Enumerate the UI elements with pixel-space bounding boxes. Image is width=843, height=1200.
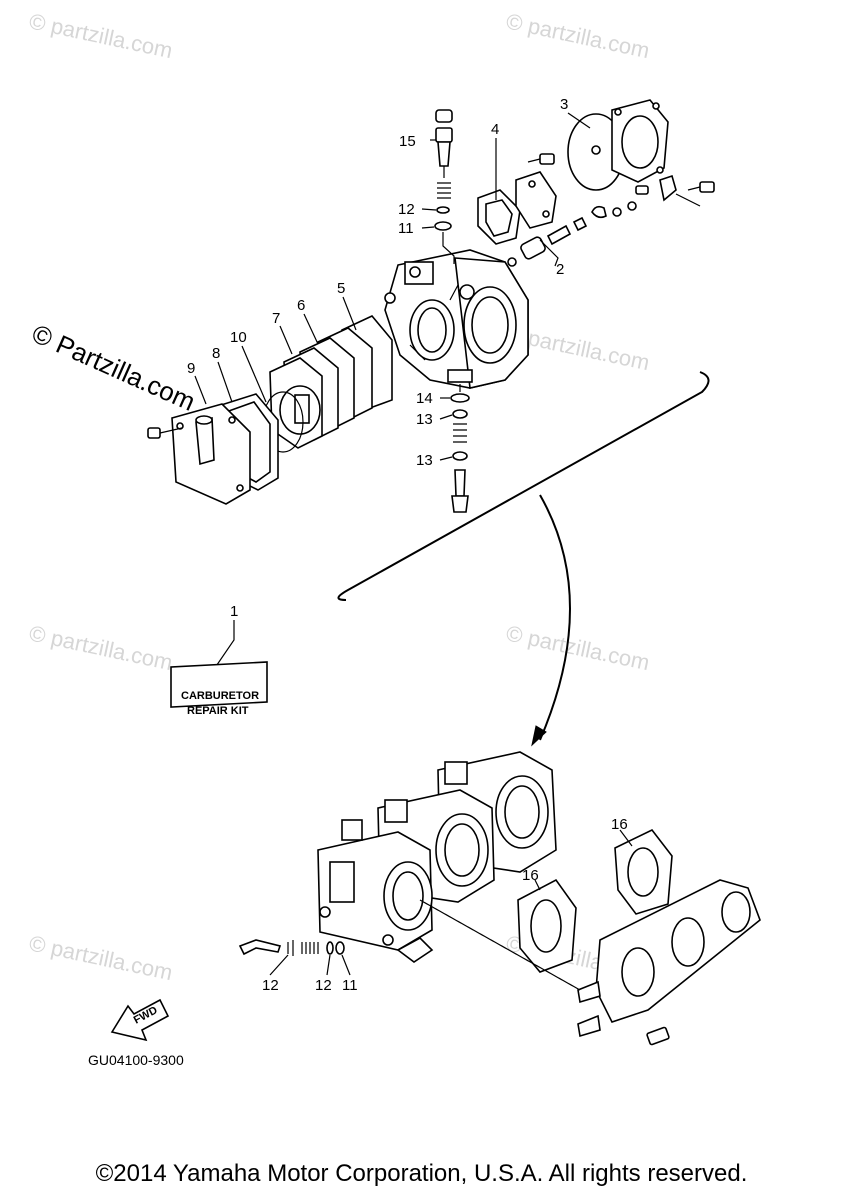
callout-13: 13 xyxy=(416,411,433,428)
watermark-text: © partzilla.com xyxy=(504,8,652,63)
diaphragm xyxy=(567,99,669,191)
callout-12: 12 xyxy=(315,977,332,994)
fuel-cover xyxy=(171,403,251,505)
callout-16: 16 xyxy=(611,816,628,833)
carburetor-exploded-view: 3 4 15 12 11 2 5 6 7 10 8 9 14 13 13 xyxy=(147,96,715,513)
callout-9: 9 xyxy=(187,360,195,377)
carburetor-assembly-view: 16 16 12 12 11 xyxy=(238,751,761,1046)
callout-14: 14 xyxy=(416,390,433,407)
watermark-text: © partzilla.com xyxy=(27,930,175,985)
callout-12: 12 xyxy=(398,201,415,218)
callout-11: 11 xyxy=(342,977,358,994)
bottom-jet-stack xyxy=(450,384,470,513)
pump-gasket xyxy=(477,171,557,245)
watermark-layer: © partzilla.com © partzilla.com © partzi… xyxy=(27,8,652,985)
callout-6: 6 xyxy=(297,297,305,314)
diagram-code: GU04100-9300 xyxy=(88,1052,184,1068)
watermark-text: © partzilla.com xyxy=(504,620,652,675)
top-jet-stack xyxy=(434,109,455,264)
callout-13: 13 xyxy=(416,452,433,469)
watermark-text: © partzilla.com xyxy=(27,620,175,675)
callout-11: 11 xyxy=(398,220,414,237)
needle-valve-assembly xyxy=(507,201,637,267)
leader-lines-upper xyxy=(194,112,591,461)
reed-plate-stack xyxy=(269,315,393,449)
intake-manifold xyxy=(577,879,761,1046)
carburetor-body xyxy=(384,249,529,389)
callout-15: 15 xyxy=(399,133,416,150)
group-bracket xyxy=(337,371,710,747)
callout-1: 1 xyxy=(230,603,238,620)
watermark-main: © Partzilla.com xyxy=(28,318,200,417)
callout-12: 12 xyxy=(262,977,279,994)
repair-kit-box: 1 CARBURETOR REPAIR KIT xyxy=(170,603,268,717)
callout-10: 10 xyxy=(230,329,247,346)
callout-2: 2 xyxy=(556,261,564,278)
cover-screw xyxy=(147,427,183,439)
kit-label-line1: CARBURETOR xyxy=(181,690,259,702)
copyright-notice: ©2014 Yamaha Motor Corporation, U.S.A. A… xyxy=(95,1160,748,1187)
callout-7: 7 xyxy=(272,310,280,327)
screws-group xyxy=(527,153,715,207)
fwd-arrow-icon: FWD xyxy=(110,998,170,1042)
callout-3: 3 xyxy=(560,96,568,113)
callout-8: 8 xyxy=(212,345,220,362)
watermark-text: © partzilla.com xyxy=(27,8,175,63)
manifold-gaskets xyxy=(517,828,673,973)
lower-jet-parts xyxy=(238,939,345,956)
kit-label-line2: REPAIR KIT xyxy=(187,705,249,717)
callout-5: 5 xyxy=(337,280,345,297)
callout-16: 16 xyxy=(522,867,539,884)
callout-4: 4 xyxy=(491,121,499,138)
